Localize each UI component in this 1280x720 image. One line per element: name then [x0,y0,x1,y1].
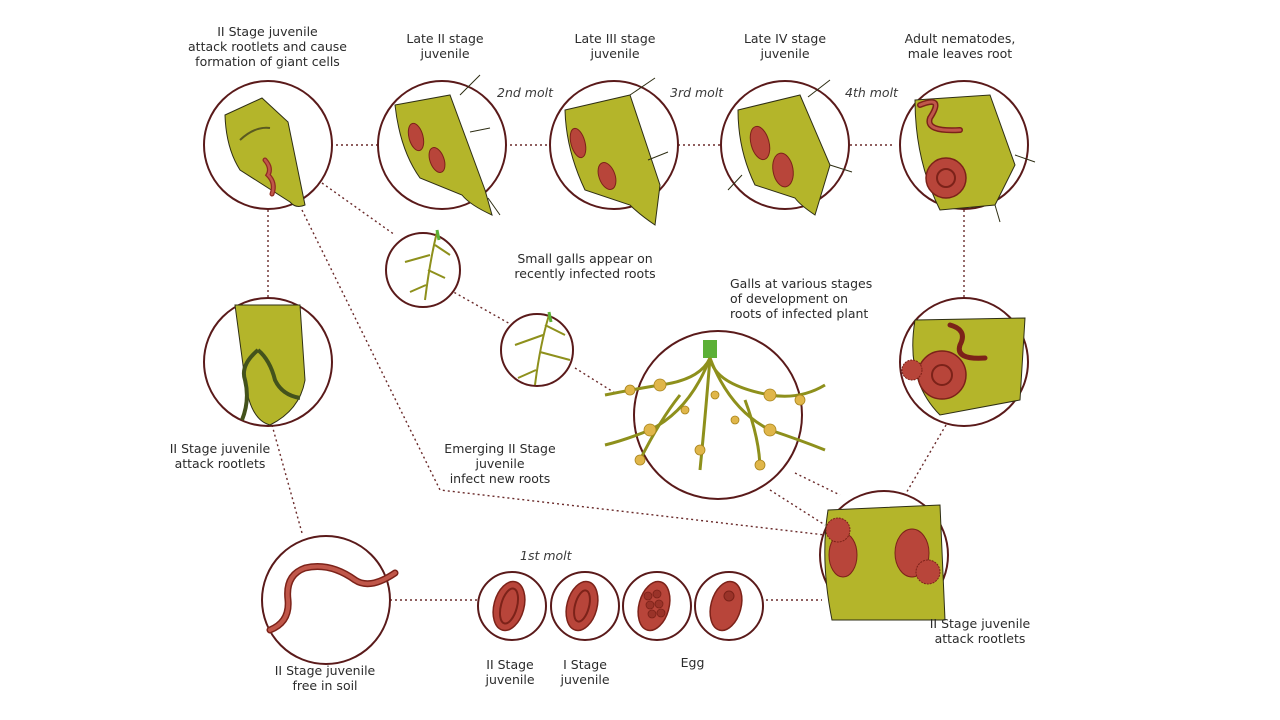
label-egg: Egg [680,655,705,670]
label-molt-1st: 1st molt [520,548,572,563]
label-free-in-soil: II Stage juvenile free in soil [274,663,376,693]
label-galls-various-stages: Galls at various stages of development o… [730,276,873,321]
label-late-stage3: Late III stage juvenile [574,31,656,61]
circle-stage2-attack-bottom-right [819,490,949,621]
circle-small-roots-1 [385,229,461,308]
circle-adult-nematodes [899,80,1036,223]
label-stage2-attack-right: II Stage juvenile attack rootlets [929,616,1031,646]
circle-stage2-attack-rootlets [203,297,333,427]
circle-stage2-giant-cells [203,80,333,210]
label-molt-4th: 4th molt [845,85,898,100]
circle-egg-single [694,571,764,641]
circle-egg-stage2 [477,571,547,641]
label-late-stage4: Late IV stage juvenile [743,31,827,61]
label-small-galls: Small galls appear on recently infected … [514,251,656,281]
circle-egg-cells [622,571,692,641]
label-egg-stage1-juvenile: I Stage juvenile [560,657,610,687]
label-stage2-attack-giant-cells: II Stage juvenile attack rootlets and ca… [188,24,347,69]
circle-late-stage2 [377,74,507,216]
circle-galls-right [899,297,1029,427]
label-adult-nematodes: Adult nematodes, male leaves root [904,31,1016,61]
connector-lines [267,144,965,601]
circle-late-stage4 [720,79,853,216]
label-molt-3rd: 3rd molt [670,85,724,100]
label-late-stage2: Late II stage juvenile [406,31,484,61]
circle-egg-stage1 [550,571,620,641]
circle-root-system [604,330,826,500]
label-molt-2nd: 2nd molt [497,85,553,100]
label-emerging-stage2: Emerging II Stage juvenile infect new ro… [444,441,556,486]
circle-small-roots-2 [500,311,574,387]
label-stage2-attack-left: II Stage juvenile attack rootlets [169,441,271,471]
circle-free-in-soil [261,535,399,665]
label-egg-stage2-juvenile: II Stage juvenile [485,657,535,687]
circle-late-stage3 [549,77,679,226]
